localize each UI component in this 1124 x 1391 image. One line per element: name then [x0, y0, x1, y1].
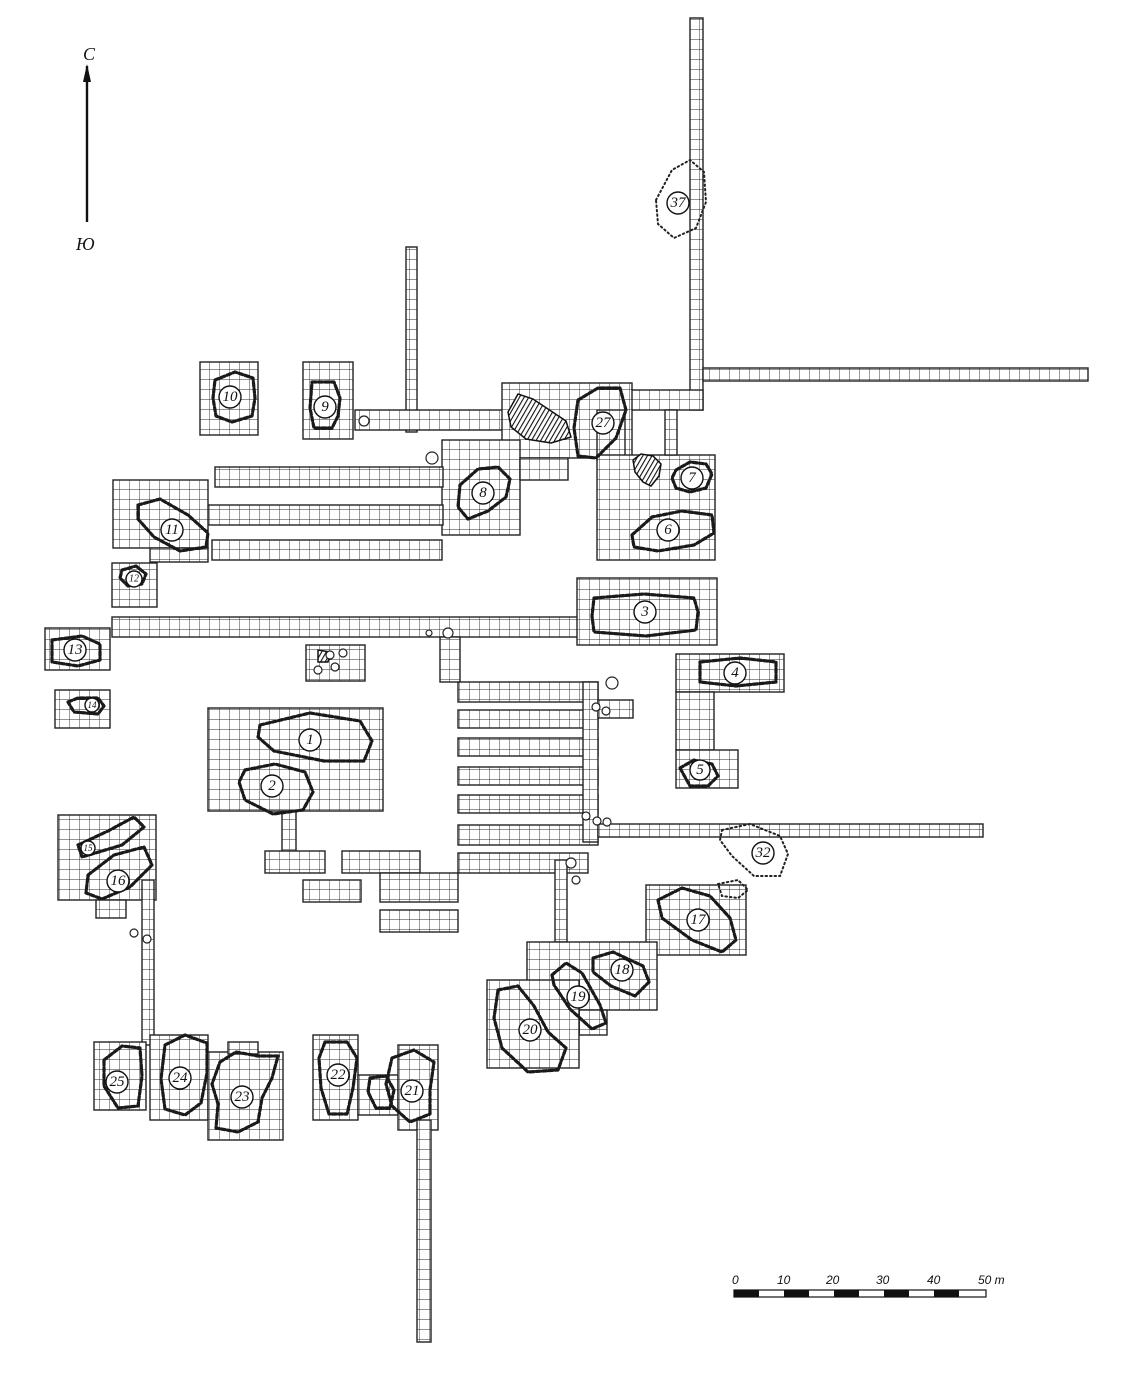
dwelling-11: 11: [160, 518, 184, 542]
svg-text:20: 20: [523, 1022, 539, 1038]
svg-text:7: 7: [688, 470, 697, 486]
scale-tick-40: 40: [927, 1273, 941, 1287]
dwelling-21: 21: [400, 1079, 424, 1103]
svg-text:25: 25: [110, 1074, 126, 1090]
svg-text:23: 23: [235, 1089, 250, 1105]
dwelling-25: 25: [105, 1070, 129, 1094]
svg-text:13: 13: [68, 642, 83, 658]
scale-tick-30: 30: [876, 1273, 890, 1287]
svg-text:15: 15: [84, 843, 94, 853]
dwelling-labels: 1 2 3 4 5 6 7 8 9 10 11 12 13 14 15 16 1…: [63, 191, 775, 1109]
dwelling-12: 12: [125, 570, 143, 588]
svg-text:2: 2: [268, 778, 276, 794]
dwelling-20: 20: [518, 1018, 542, 1042]
dwelling-5: 5: [689, 759, 711, 781]
svg-text:3: 3: [640, 604, 649, 620]
svg-text:6: 6: [664, 522, 672, 538]
svg-text:10: 10: [223, 389, 239, 405]
dwelling-2: 2: [260, 774, 284, 798]
dwelling-9: 9: [313, 395, 337, 419]
dwelling-outlines: [50, 158, 790, 1134]
svg-text:37: 37: [670, 195, 688, 211]
south-label: Ю: [75, 234, 95, 254]
dwelling-16: 16: [106, 869, 130, 893]
scale-tick-20: 20: [825, 1273, 840, 1287]
svg-text:32: 32: [755, 845, 772, 861]
svg-text:5: 5: [696, 762, 704, 778]
svg-text:27: 27: [596, 415, 613, 431]
north-label: С: [83, 44, 96, 64]
dwelling-37: 37: [666, 191, 690, 215]
excavation-trenches: [44, 17, 1089, 1343]
dwelling-22: 22: [326, 1063, 350, 1087]
svg-text:12: 12: [129, 574, 139, 585]
svg-text:22: 22: [331, 1067, 347, 1083]
svg-text:4: 4: [731, 665, 739, 681]
dwelling-24: 24: [168, 1066, 192, 1090]
north-arrow: С Ю: [75, 44, 96, 254]
scale-tick-50: 50 m: [978, 1273, 1005, 1287]
svg-text:14: 14: [88, 700, 98, 710]
dwelling-19: 19: [566, 985, 590, 1009]
dwelling-17: 17: [686, 908, 710, 932]
dwelling-8: 8: [471, 481, 495, 505]
dwelling-32: 32: [751, 841, 775, 865]
svg-text:17: 17: [691, 912, 708, 928]
dwelling-6: 6: [656, 518, 680, 542]
dwelling-1: 1: [298, 728, 322, 752]
svg-text:11: 11: [165, 522, 179, 538]
dwelling-18: 18: [610, 958, 634, 982]
dwelling-14: 14: [84, 697, 100, 713]
dwelling-23: 23: [230, 1085, 254, 1109]
svg-text:18: 18: [615, 962, 631, 978]
svg-text:9: 9: [321, 399, 329, 415]
svg-text:19: 19: [571, 989, 587, 1005]
dwelling-7: 7: [680, 466, 704, 490]
minor-features: [129, 415, 619, 944]
scale-bar: 0 10 20 30 40 50 m: [732, 1273, 1005, 1298]
svg-text:8: 8: [479, 485, 487, 501]
svg-text:1: 1: [306, 732, 314, 748]
scale-tick-0: 0: [732, 1273, 739, 1287]
dwelling-27: 27: [591, 411, 615, 435]
dwelling-15: 15: [80, 840, 96, 856]
dwelling-10: 10: [218, 385, 242, 409]
svg-text:21: 21: [405, 1083, 420, 1099]
svg-text:16: 16: [111, 873, 127, 889]
hatched-features: [317, 393, 662, 663]
scale-tick-10: 10: [777, 1273, 791, 1287]
dwelling-13: 13: [63, 638, 87, 662]
svg-text:24: 24: [173, 1070, 189, 1086]
dwelling-3: 3: [633, 600, 657, 624]
dwelling-4: 4: [723, 661, 747, 685]
